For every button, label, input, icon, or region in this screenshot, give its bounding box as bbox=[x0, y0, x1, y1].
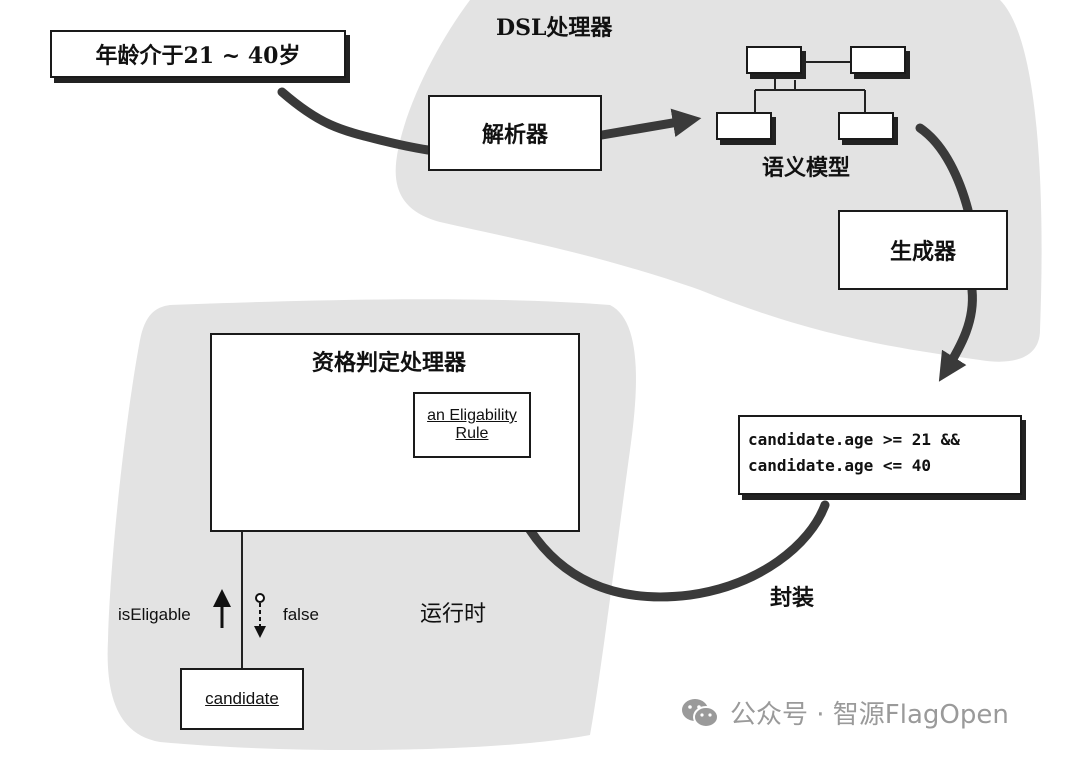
generator-box: 生成器 bbox=[838, 210, 1008, 290]
parser-box: 解析器 bbox=[428, 95, 602, 171]
generator-to-code-arrow bbox=[938, 285, 977, 382]
wechat-icon bbox=[682, 698, 719, 728]
false-label: false bbox=[283, 605, 319, 624]
code-line-2: candidate.age <= 40 bbox=[748, 456, 932, 475]
parser-label: 解析器 bbox=[481, 122, 548, 148]
is-eligable-label: isEligable bbox=[118, 605, 191, 624]
model-to-generator-arrow bbox=[915, 123, 973, 215]
dsl-processor-title: DSL处理器 bbox=[496, 15, 613, 41]
semantic-model-node bbox=[838, 112, 894, 140]
input-to-parser-arrow bbox=[277, 87, 433, 155]
watermark: 公众号 · 智源FlagOpen bbox=[680, 694, 1009, 731]
false-arrow bbox=[254, 593, 266, 638]
code-line-1: candidate.age >= 21 && bbox=[748, 430, 960, 449]
semantic-model-node bbox=[716, 112, 772, 140]
candidate-box: candidate bbox=[180, 668, 304, 730]
rule-object-line-2: Rule bbox=[455, 425, 489, 442]
input-box: 年龄介于21 ~ 40岁 bbox=[50, 30, 346, 78]
rule-object-box: an Eligability Rule bbox=[413, 392, 531, 458]
semantic-model-node bbox=[850, 46, 906, 74]
rule-object-line-1: an Eligability bbox=[427, 407, 517, 424]
semantic-model-node bbox=[746, 46, 802, 74]
input-box-text: 年龄介于21 ~ 40岁 bbox=[95, 43, 301, 69]
package-label: 封装 bbox=[770, 585, 815, 611]
parser-to-model-arrow bbox=[597, 108, 702, 140]
eligibility-processor-title: 资格判定处理器 bbox=[312, 350, 467, 376]
runtime-label: 运行时 bbox=[420, 602, 487, 627]
generated-code-box: candidate.age >= 21 && candidate.age <= … bbox=[738, 415, 1022, 495]
watermark-text: 公众号 · 智源FlagOpen bbox=[730, 700, 1009, 730]
generator-label: 生成器 bbox=[889, 239, 956, 265]
semantic-model-label: 语义模型 bbox=[762, 155, 851, 181]
semantic-model-connectors bbox=[754, 61, 866, 112]
candidate-label: candidate bbox=[205, 689, 279, 708]
